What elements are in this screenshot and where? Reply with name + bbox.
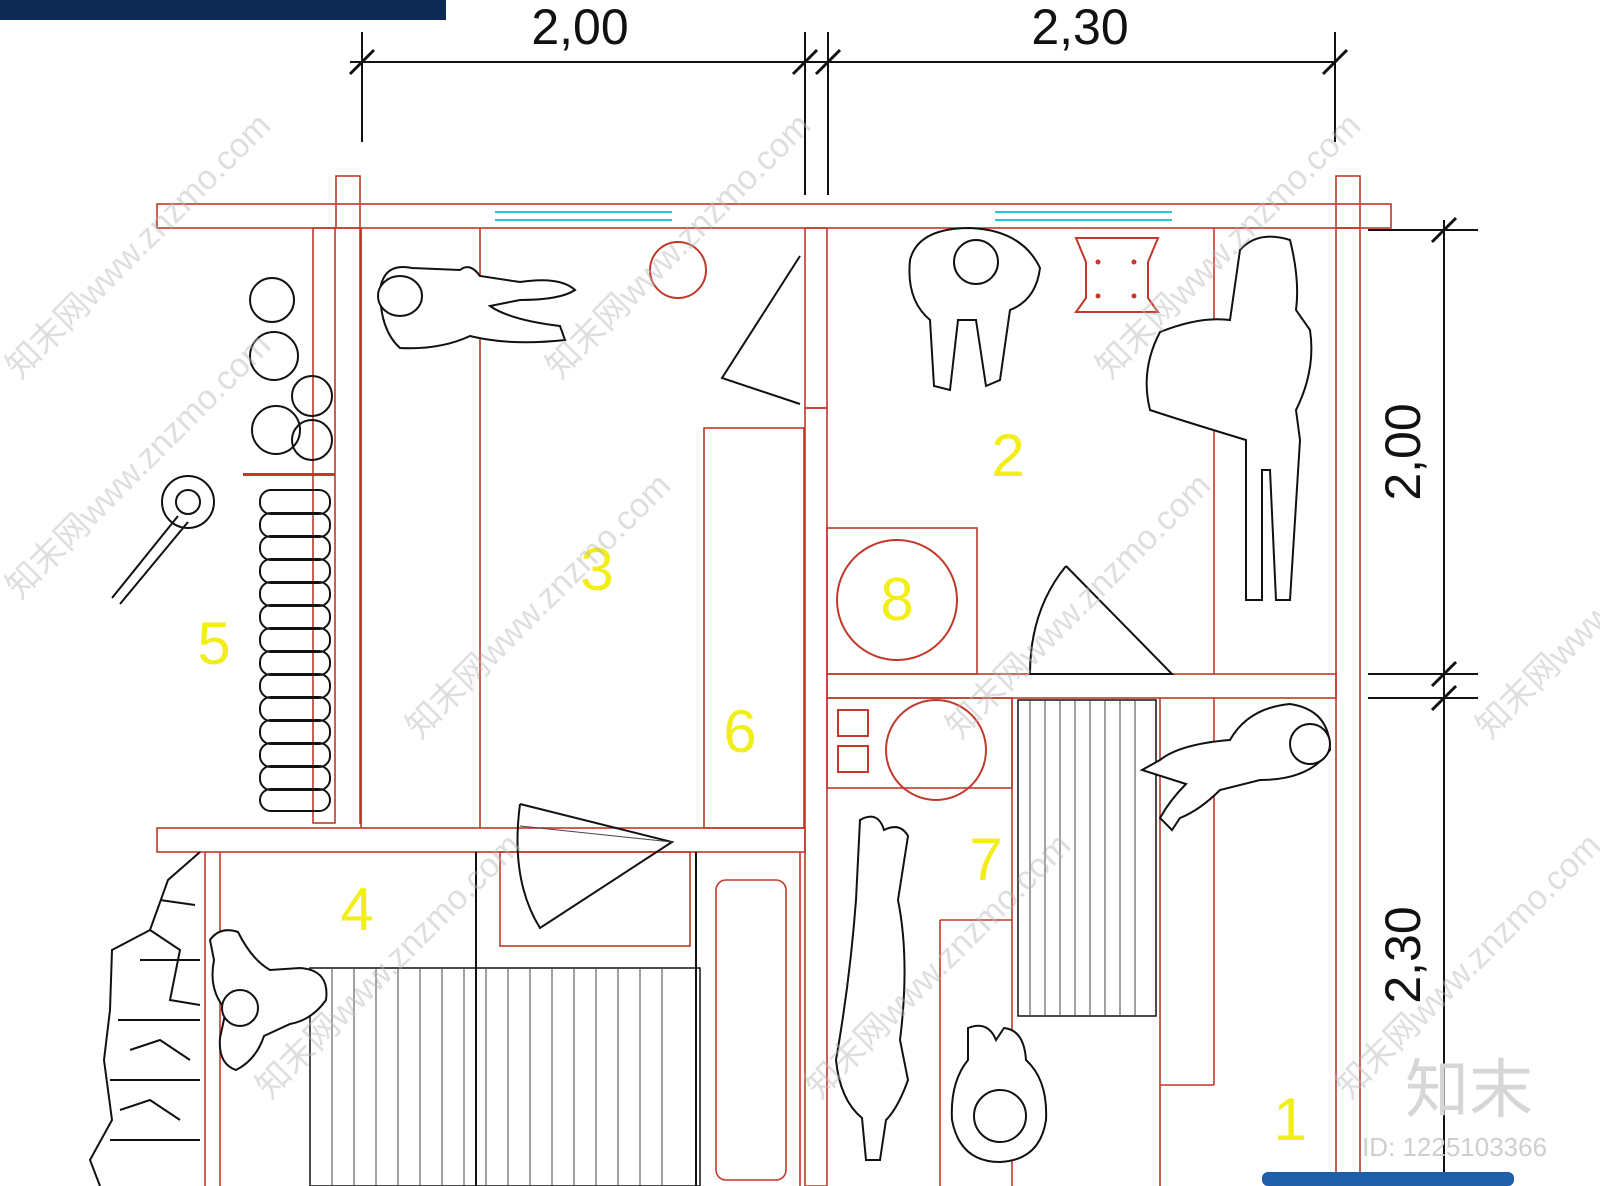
windows	[495, 211, 1172, 221]
room-number-1: 1	[1273, 1086, 1306, 1153]
bench-slats-room1	[1017, 699, 1157, 1017]
room-number-6: 6	[723, 698, 756, 765]
doors	[516, 255, 1175, 930]
stool-icon	[649, 241, 707, 299]
stove-icon	[1074, 237, 1160, 313]
watermark-text: 知末网www.znzmo.com	[939, 466, 1218, 745]
dimension-top-left: 2,00	[531, 0, 628, 55]
tub-icon	[836, 539, 958, 661]
room-number-7: 7	[969, 826, 1002, 893]
watermark-text: 知末网www.znzmo.com	[799, 826, 1078, 1105]
person-crouch-icon	[1145, 235, 1313, 601]
shelf-icon-2	[837, 745, 869, 773]
stone-wall	[88, 851, 697, 1186]
dimension-top-right: 2,30	[1031, 0, 1128, 55]
shelf-icon	[837, 709, 869, 737]
room-number-2: 2	[991, 422, 1024, 489]
ladle-icon	[111, 475, 215, 605]
header-bar	[0, 0, 446, 20]
watermark-text: 知末网www.znzmo.com	[539, 106, 818, 385]
room-number-4: 4	[340, 876, 373, 943]
dimension-lines	[348, 32, 1478, 1186]
dimension-right-upper: 2,00	[1375, 403, 1431, 500]
brand-watermark: 知末	[1405, 1054, 1533, 1126]
basin-icon	[885, 699, 987, 801]
bench-slats-room4	[309, 967, 701, 1186]
room-number-3: 3	[580, 536, 613, 603]
room-number-5: 5	[197, 610, 230, 677]
person-lying-icon-2	[1139, 702, 1332, 832]
person-bending-icon	[208, 929, 328, 1072]
person-sitting-icon	[908, 226, 1042, 392]
person-lying-icon	[378, 266, 577, 350]
person-figures	[208, 226, 1332, 1164]
dimension-right-lower: 2,30	[1375, 906, 1431, 1003]
person-standing-icon	[834, 815, 910, 1161]
room-number-8: 8	[880, 566, 913, 633]
watermark-text: 知末网www.znzmo.com	[1469, 466, 1600, 745]
watermark-text: 知末网www.znzmo.com	[399, 466, 678, 745]
id-label: ID: 1225103366	[1362, 1132, 1547, 1162]
corner-strip	[1262, 1172, 1514, 1186]
firewood-stack	[243, 277, 335, 812]
